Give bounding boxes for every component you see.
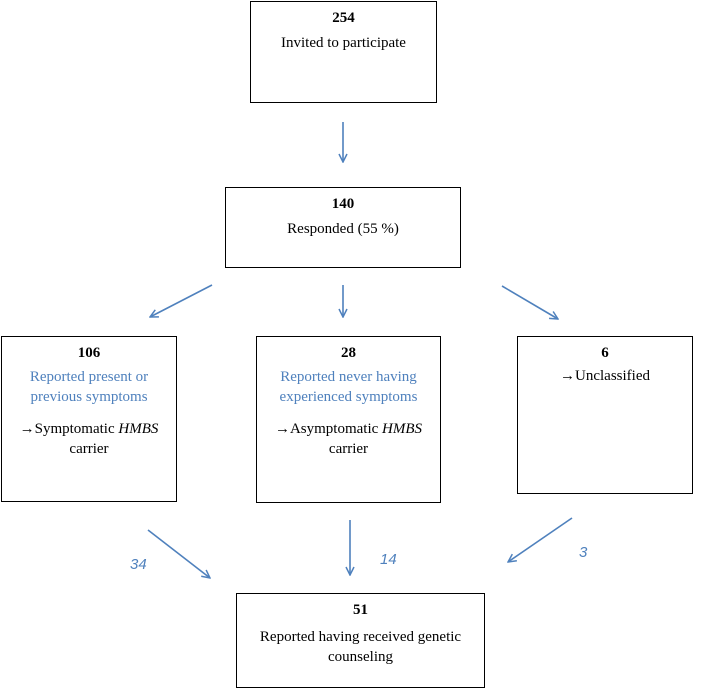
node-asymptomatic-number: 28 [341,345,356,361]
node-invited-label: Invited to participate [281,35,406,51]
node-symptomatic-class-suffix: carrier [69,441,109,457]
node-asymptomatic: 28 Reported never having experienced sym… [256,336,441,503]
node-counseling-number: 51 [353,602,368,618]
arrow-unclassified-to-counseling [508,517,573,562]
node-counseling-line2: counseling [328,649,393,665]
node-symptomatic-number: 106 [77,345,101,361]
arrow-symptomatic-to-counseling [147,529,210,578]
arrow-responded-to-unclassified [501,285,558,319]
node-counseling: 51 Reported having received genetic coun… [236,593,485,688]
node-asymptomatic-line1: Reported never having [280,369,417,385]
edge-count-unclassified: 3 [579,544,588,561]
node-symptomatic-line1: Reported present or [29,369,149,385]
node-invited-number: 254 [332,10,355,26]
node-unclassified: 6 →Unclassified [517,336,693,494]
node-symptomatic: 106 Reported present or previous symptom… [1,336,177,502]
node-counseling-line1: Reported having received genetic [259,629,462,645]
node-symptomatic-classification: →Symptomatic HMBS [2,419,176,439]
node-asymptomatic-class-gene: HMBS [382,421,423,437]
node-invited: 254 Invited to participate [250,1,437,103]
edge-count-asymptomatic: 14 [380,551,397,568]
node-symptomatic-line2: previous symptoms [30,389,148,405]
node-asymptomatic-classification: →Asymptomatic HMBS [257,419,440,439]
edge-count-symptomatic: 34 [130,556,147,573]
node-symptomatic-class-prefix: →Symptomatic [19,421,119,437]
node-symptomatic-class-gene: HMBS [118,421,159,437]
node-responded-number: 140 [331,196,355,212]
node-responded: 140 Responded (55 %) [225,187,461,268]
arrow-responded-to-symptomatic [150,284,213,317]
node-unclassified-number: 6 [601,345,609,361]
node-asymptomatic-line2: experienced symptoms [279,389,418,405]
node-responded-label: Responded (55 %) [287,221,399,237]
node-asymptomatic-class-prefix: →Asymptomatic [274,421,383,437]
node-unclassified-label: →Unclassified [560,368,650,384]
node-asymptomatic-class-suffix: carrier [328,441,369,457]
